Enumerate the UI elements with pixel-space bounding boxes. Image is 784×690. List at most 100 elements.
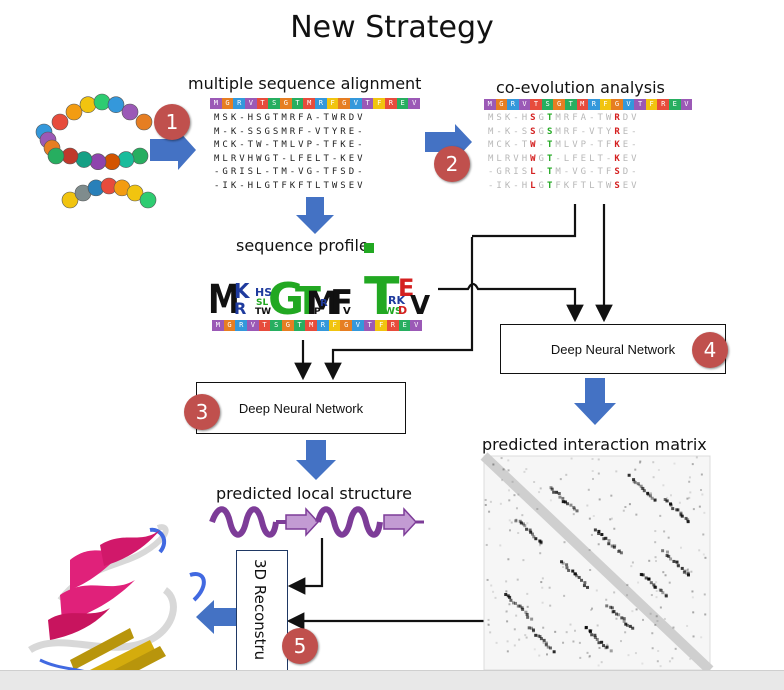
residue-bead: [93, 93, 111, 111]
matrix-cell: [597, 664, 600, 667]
matrix-cell: [688, 496, 691, 499]
matrix-cell: [638, 461, 641, 464]
matrix-cell: [523, 470, 526, 473]
residue-cell: V: [247, 320, 259, 331]
coevo-row: MSK-HSGTMRFA-TWRDV: [488, 113, 640, 123]
matrix-cell: [639, 460, 642, 463]
matrix-cell: [489, 631, 492, 634]
matrix-cell: [500, 479, 503, 482]
matrix-cell: [578, 641, 581, 644]
matrix-cell: [599, 533, 602, 536]
matrix-cell: [692, 635, 695, 638]
matrix-cell: [571, 569, 575, 573]
residue-cell: T: [634, 99, 646, 110]
msa-row: MCK-TW-TMLVP-TFKE-: [214, 140, 366, 150]
svg-text:RK: RK: [388, 294, 405, 307]
matrix-cell: [676, 564, 680, 568]
matrix-cell: [664, 574, 667, 577]
matrix-cell: [534, 537, 538, 541]
matrix-cell: [679, 546, 682, 549]
matrix-cell: [590, 533, 593, 536]
matrix-cell: [514, 519, 518, 523]
matrix-cell: [620, 616, 624, 620]
matrix-cell: [641, 486, 645, 490]
matrix-cell: [659, 588, 663, 592]
matrix-cell: [538, 635, 542, 639]
matrix-cell: [555, 490, 559, 494]
matrix-cell: [557, 492, 561, 496]
coevo-row: MLRVHWGT-LFELT-KEV: [488, 153, 640, 164]
matrix-cell: [575, 509, 579, 513]
residue-cell: F: [599, 99, 612, 110]
matrix-cell: [704, 613, 707, 616]
matrix-cell: [665, 499, 669, 503]
residue-cell: V: [245, 98, 257, 109]
matrix-cell: [505, 610, 508, 613]
svg-text:D: D: [398, 304, 407, 317]
matrix-cell: [666, 496, 669, 499]
matrix-cell: [633, 481, 637, 485]
matrix-cell: [519, 521, 523, 525]
matrix-cell: [659, 514, 662, 517]
matrix-cell: [572, 507, 576, 511]
matrix-cell: [600, 661, 603, 664]
matrix-cell: [593, 635, 597, 639]
matrix-cell: [515, 507, 518, 510]
matrix-cell: [595, 637, 599, 641]
matrix-cell: [524, 634, 527, 637]
residue-bead: [117, 151, 135, 168]
residue-bead: [61, 191, 79, 209]
coevo-label: co-evolution analysis: [496, 78, 665, 97]
residue-cell: V: [410, 320, 423, 331]
matrix-cell: [622, 509, 625, 512]
matrix-cell: [641, 573, 645, 577]
matrix-cell: [622, 617, 626, 621]
matrix-cell: [655, 596, 658, 599]
matrix-cell: [573, 629, 576, 632]
matrix-cell: [598, 646, 601, 649]
matrix-cell: [654, 623, 657, 626]
matrix-cell: [650, 496, 654, 500]
interaction-matrix: [480, 452, 714, 674]
matrix-cell: [531, 629, 535, 633]
matrix-cell: [515, 614, 518, 617]
matrix-cell: [675, 560, 679, 564]
matrix-cell: [593, 633, 597, 637]
matrix-cell: [689, 491, 692, 494]
matrix-cell: [702, 533, 705, 536]
matrix-cell: [684, 572, 687, 575]
matrix-cell: [586, 504, 589, 507]
matrix-cell: [565, 473, 568, 476]
matrix-cell: [485, 543, 488, 546]
matrix-cell: [525, 636, 528, 639]
matrix-cell: [630, 565, 633, 568]
matrix-cell: [588, 549, 591, 552]
matrix-cell: [538, 491, 541, 494]
matrix-cell: [600, 533, 604, 537]
matrix-cell: [649, 492, 652, 495]
residue-cell: R: [588, 99, 600, 110]
residue-cell: G: [340, 320, 353, 331]
matrix-cell: [651, 632, 654, 635]
msa-row: M-K-SSGSMRF-VTYRE-: [214, 126, 366, 137]
residue-bead: [131, 147, 149, 165]
matrix-cell: [640, 574, 643, 577]
matrix-cell: [624, 506, 627, 509]
coevo-row: -IK-HLGTFKFTLTWSEV: [488, 180, 640, 191]
matrix-cell: [544, 643, 548, 647]
residue-cell: S: [268, 98, 281, 109]
matrix-cell: [518, 519, 522, 523]
matrix-cell: [619, 551, 623, 555]
matrix-cell: [647, 577, 651, 581]
matrix-cell: [653, 500, 656, 503]
residue-cell: T: [293, 320, 306, 331]
matrix-cell: [688, 476, 691, 479]
matrix-cell: [612, 609, 616, 613]
residue-cell: F: [645, 99, 658, 110]
matrix-cell: [590, 628, 593, 631]
matrix-cell: [533, 481, 536, 484]
matrix-cell: [610, 494, 613, 497]
residue-cell: F: [326, 98, 339, 109]
